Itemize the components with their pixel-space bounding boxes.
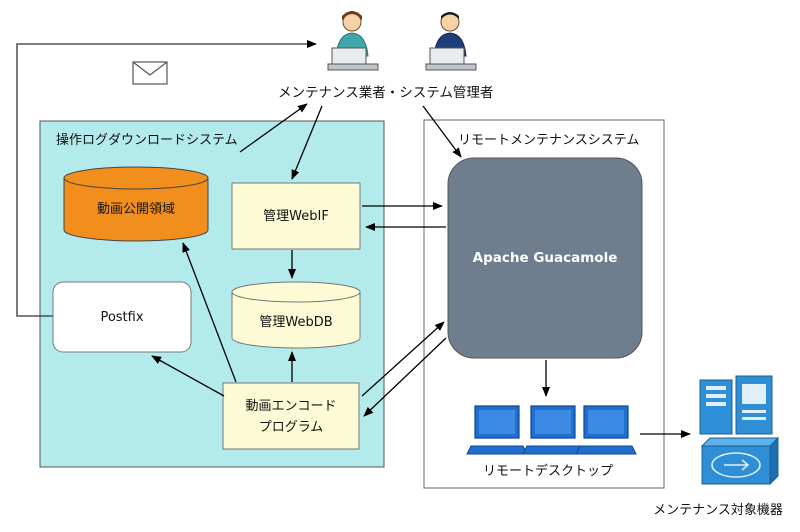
target-devices-label: メンテナンス対象機器 (653, 503, 783, 518)
postfix-label: Postfix (100, 310, 143, 325)
computer-monitor-icon (575, 405, 637, 455)
computer-monitor-icon (522, 405, 584, 455)
admin-webif-label: 管理WebIF (263, 209, 329, 224)
network-switch-icon (700, 436, 780, 486)
postfix-box (52, 281, 192, 353)
admin-webdb-label: 管理WebDB (259, 315, 332, 330)
mail-notify-arrow (16, 40, 317, 317)
person-icon (425, 12, 477, 71)
admin-webif-box (231, 182, 361, 250)
server-icon (699, 375, 773, 435)
arrow-encoder-to-public-area (182, 242, 237, 383)
video-public-area (63, 166, 209, 242)
video-encoder-label-line1: 動画エンコード (245, 399, 336, 414)
apache-guacamole-box (447, 157, 643, 359)
person-icon (327, 11, 379, 71)
arrow-people-to-webif (291, 105, 323, 180)
remote-desktop-label: リモートデスクトップ (483, 463, 613, 479)
arrow-encoder-to-postfix (151, 355, 225, 397)
people-label: メンテナンス業者・システム管理者 (278, 85, 493, 101)
arrow-encoder-to-guacamole (361, 321, 445, 397)
video-public-area-label: 動画公開領域 (97, 201, 175, 217)
envelope-icon (132, 61, 168, 85)
download-system-title: 操作ログダウンロードシステム (56, 132, 238, 148)
apache-guacamole-label: Apache Guacamole (473, 250, 618, 266)
computer-monitor-icon (466, 405, 528, 455)
arrow-people-to-guacamole (422, 105, 462, 158)
arrow-public-area-to-people (239, 103, 308, 153)
admin-webdb (231, 281, 361, 349)
video-encoder-label-line2: プログラム (259, 420, 324, 435)
remote-maintenance-system-title: リモートメンテナンスシステム (458, 133, 639, 148)
video-encoder-box (222, 382, 360, 450)
arrow-guacamole-to-encoder (363, 337, 447, 417)
